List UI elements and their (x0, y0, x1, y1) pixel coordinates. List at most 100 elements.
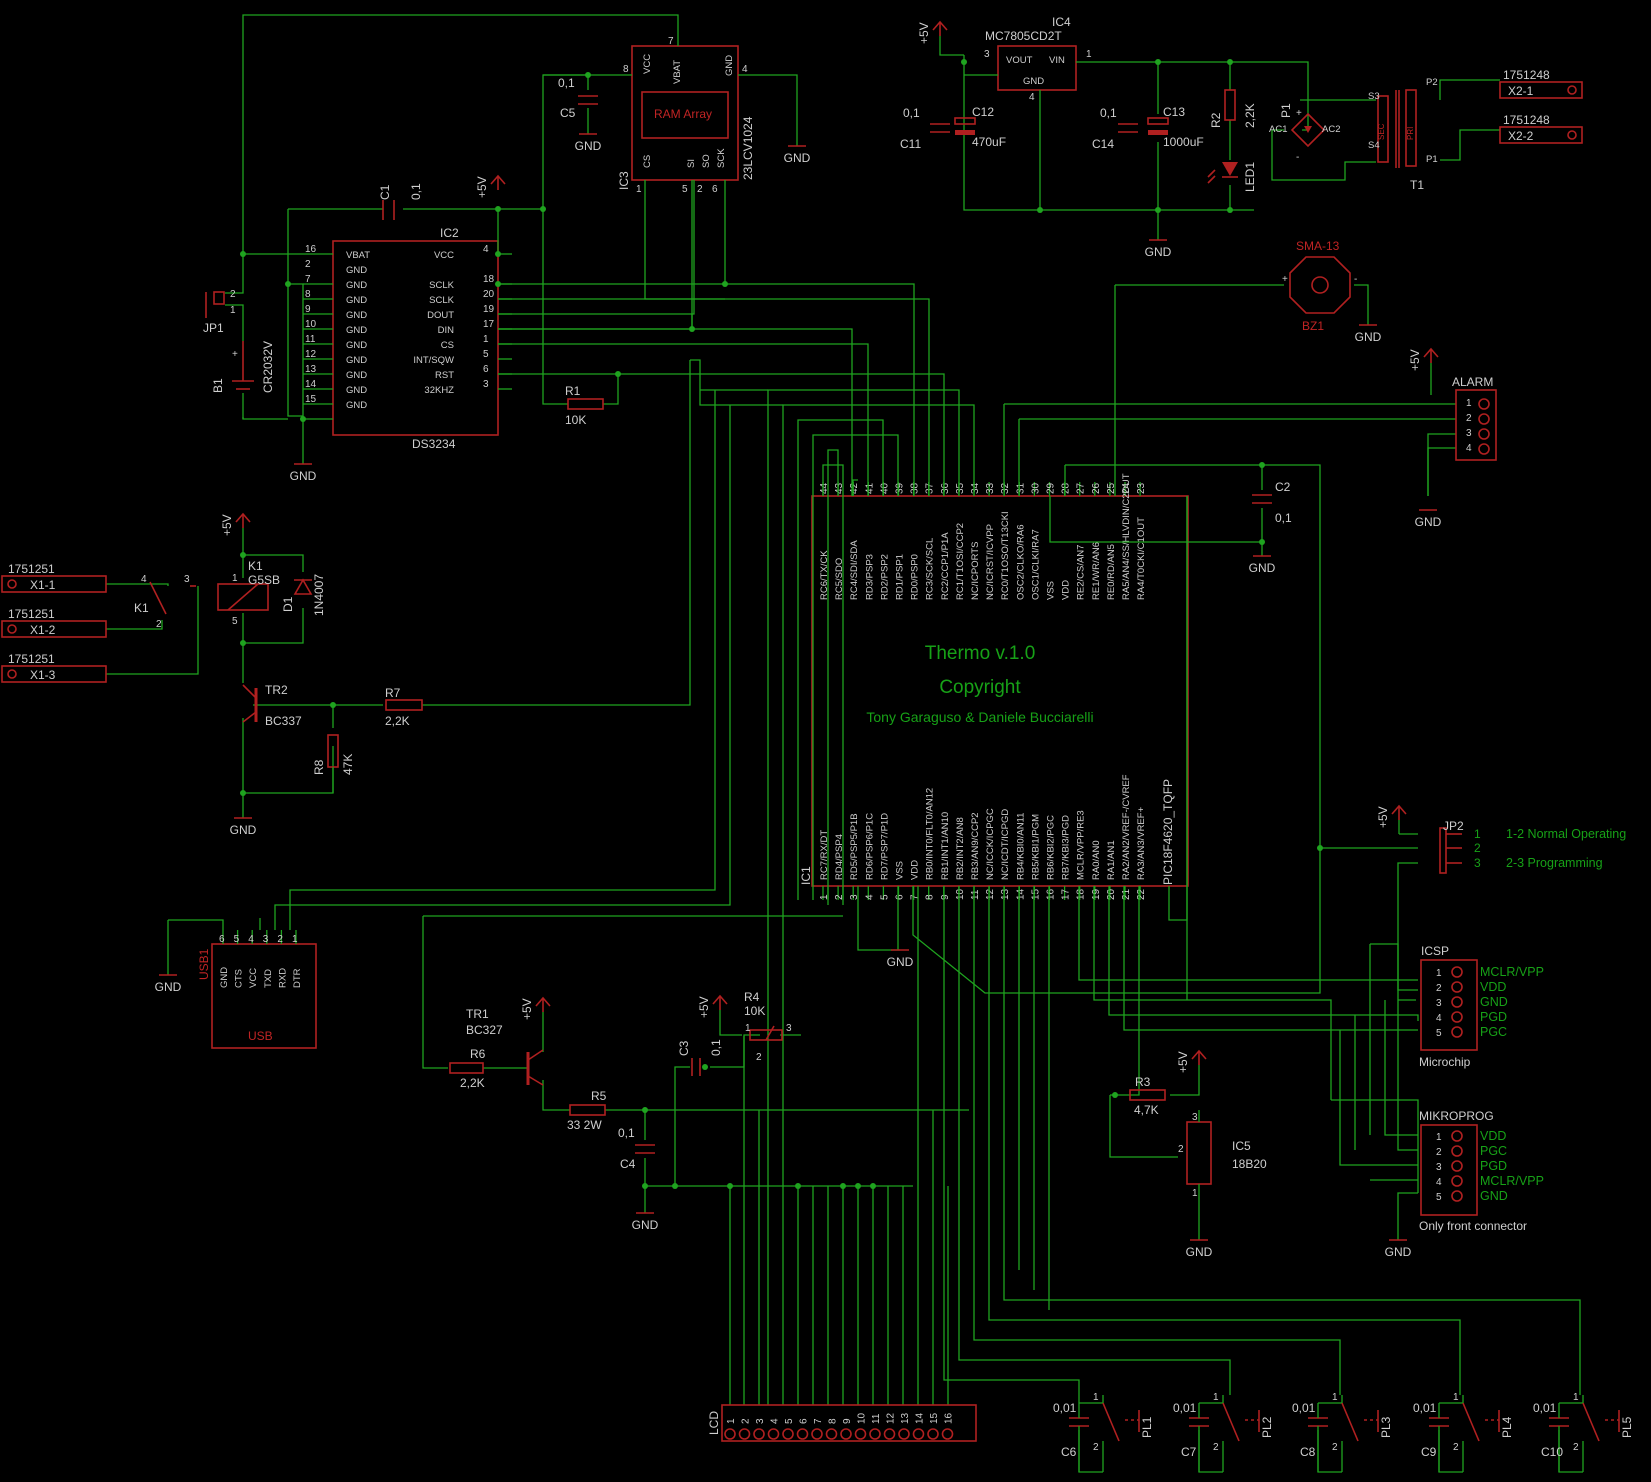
ic1-bottom-pin-label: MCLR/VPP/RE3 (1076, 810, 1087, 880)
k1-pin1: 1 (232, 573, 238, 584)
usb-pin-num: 5 (234, 934, 240, 945)
usb-pin-label: GND (219, 967, 230, 988)
ic1-top-pin-label: RC2/CCP1/P1A (940, 532, 951, 600)
ic2-right-pin-label: DOUT (427, 310, 454, 321)
gnd-label: GND (1186, 1245, 1213, 1259)
ic1-top-pin-num: 42 (849, 482, 860, 494)
button-cap-name: C6 (1061, 1445, 1077, 1459)
ic2-right-pin-label: SCLK (429, 280, 454, 291)
ic2-left-pin-label: GND (346, 325, 367, 336)
lcd-pin-hole (883, 1428, 896, 1440)
mikropins-pin-signal: PGD (1480, 1159, 1507, 1173)
lcd-pin-num: 8 (828, 1418, 839, 1424)
ic2-right-pin-label: 32KHZ (424, 385, 454, 396)
mikropins-pin-signal: GND (1480, 1189, 1508, 1203)
wires (106, 14, 1583, 1473)
icsppins-pin-signal: PGD (1480, 1010, 1507, 1024)
mikropins-pin-num: 3 (1436, 1162, 1442, 1173)
k1-pin3: 3 (184, 574, 190, 585)
ic4-body (997, 45, 1077, 91)
icsppins-pin-num: 3 (1436, 998, 1442, 1009)
c12: C12 470uF (954, 105, 1006, 149)
k1-pin2: 2 (156, 619, 162, 630)
usb-pin-label: DTR (292, 968, 303, 988)
ic2-right-pin-label: SCLK (429, 295, 454, 306)
vcc-label: +5V (520, 998, 534, 1020)
r4-pin3: 3 (786, 1023, 792, 1034)
gnd-label: GND (290, 469, 317, 483)
lcd-pin-hole (767, 1428, 780, 1440)
gnd-label: GND (1355, 330, 1382, 344)
button-cap-name: C9 (1421, 1445, 1437, 1459)
ic1-top-pin-num: 31 (1015, 482, 1026, 494)
ic1-top-pin-num: 32 (1000, 482, 1011, 494)
title-line1: Thermo v.1.0 (925, 643, 1036, 664)
ic1-top-pin-num: 40 (879, 482, 890, 494)
ic1-bottom-pin-label: RC7/RX/DT (819, 830, 830, 880)
ic2-right-pin-num: 1 (483, 334, 489, 345)
ic2-left-pin-label: GND (346, 280, 367, 291)
gnd-label: GND (155, 980, 182, 994)
pushbutton-contact (1462, 1402, 1480, 1442)
lcd-pin-num: 14 (915, 1412, 926, 1424)
alarm-pin-num: 1 (1466, 398, 1472, 409)
mikropins-pin-signal: MCLR/VPP (1480, 1174, 1544, 1188)
gnd-label: GND (230, 823, 257, 837)
ic4-vin: VIN (1049, 55, 1065, 66)
led1: LED1 (1207, 162, 1257, 192)
x1-3-partnumber: 1751251 (8, 652, 55, 666)
usb-pin-num: 6 (219, 934, 225, 945)
r5: R5 33 2W (567, 1089, 607, 1132)
pushbutton-name: PL2 (1260, 1416, 1274, 1438)
ic2-right-pin-label: CS (441, 340, 454, 351)
pushbutton-pin1: 1 (1093, 1392, 1099, 1403)
k1-switch-name: K1 (134, 601, 149, 615)
x1-3-label: X1-3 (30, 668, 56, 682)
ic1-top-pin-label: OSC2/CLKO/RA6 (1015, 525, 1026, 601)
d1-value: 1N4007 (312, 574, 326, 616)
pushbutton-name: PL4 (1500, 1416, 1514, 1438)
ic1-top-pin-label: OSC1/CLKI/RA7 (1030, 529, 1041, 600)
r5-value: 33 2W (567, 1118, 602, 1132)
lcd-pin-num: 4 (770, 1418, 781, 1424)
pushbutton-pin1: 1 (1573, 1392, 1579, 1403)
ic4-pin1: 1 (1086, 49, 1092, 60)
pushbutton-contact (1102, 1402, 1120, 1442)
ic1-bottom-pin-num: 9 (940, 894, 951, 900)
jp2-name: JP2 (1443, 819, 1464, 833)
jp2-pin1: 1 (1474, 827, 1481, 841)
alarm-pin-hole (1478, 428, 1490, 440)
ic1-top-pin-label: RE1/WR/AN6 (1091, 542, 1102, 600)
ic3-pin4: 4 (742, 64, 748, 75)
p1-ac2: AC2 (1322, 124, 1340, 135)
ic1-bottom-pin-label: RD4/PSP4 (834, 834, 845, 880)
bz1-type: SMA-13 (1296, 239, 1340, 253)
ic1-bottom-pin-label: RD7/PSP7/P1D (879, 813, 890, 880)
ic2-left-pin-num: 2 (305, 259, 311, 270)
ic2-left-pin-num: 14 (305, 379, 317, 390)
r4-value: 10K (744, 1004, 765, 1018)
icsppins-pin-hole (1451, 1026, 1463, 1038)
ic1-bottom-pin-num: 20 (1106, 888, 1117, 900)
ic2-value: DS3234 (412, 437, 456, 451)
c1: C1 0,1 (378, 183, 423, 220)
ic4-vout: VOUT (1006, 55, 1033, 66)
c13: C13 1000uF (1147, 105, 1204, 149)
usb-pin-num: 3 (263, 934, 269, 945)
gnd-label: GND (1145, 245, 1172, 259)
ic1-top-pin-label: RD0/PSP0 (910, 554, 921, 600)
tr1-value: BC327 (466, 1023, 503, 1037)
k1-value: G5SB (248, 573, 280, 587)
lcd-pin-hole (927, 1428, 939, 1440)
button-cap-value: 0,01 (1533, 1401, 1557, 1415)
pushbutton-name: PL3 (1379, 1416, 1393, 1438)
jp1-pin1: 1 (230, 305, 236, 316)
ic1-bottom-pin-num: 13 (1000, 888, 1011, 900)
